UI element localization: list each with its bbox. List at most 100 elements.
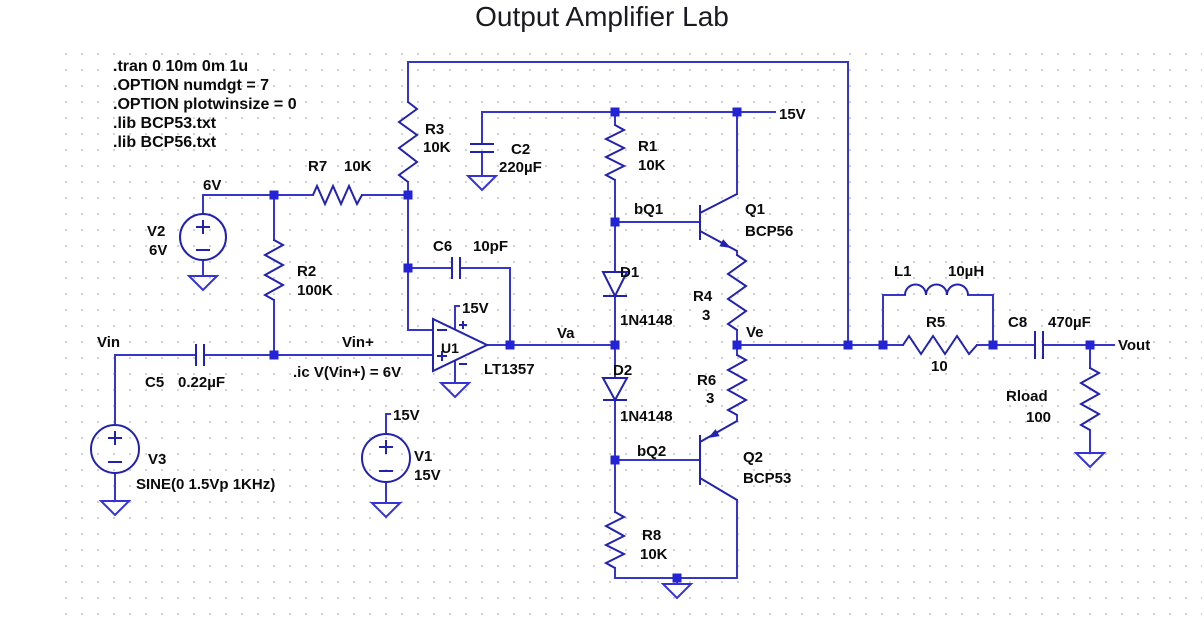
directive-option-numdgt: .OPTION numdgt = 7 xyxy=(113,77,269,94)
c5-value: 0.22µF xyxy=(178,374,225,391)
junction-dot xyxy=(732,107,742,117)
r8-ref: R8 xyxy=(642,527,661,544)
transistor-Q1[interactable]: Q1 BCP56 xyxy=(699,193,793,252)
v2-body xyxy=(179,213,227,261)
capacitor-C6[interactable]: C6 10pF xyxy=(433,238,508,279)
v2-value: 6V xyxy=(149,242,167,259)
c2-ref: C2 xyxy=(511,141,530,158)
ground-icon-bottom-rail xyxy=(660,583,694,600)
r3-body xyxy=(397,101,419,183)
u1-vplus-mark xyxy=(459,321,467,329)
junction-dot xyxy=(269,190,279,200)
ground-icon-opamp xyxy=(438,382,472,399)
c6-ref: C6 xyxy=(433,238,452,255)
r6-ref: R6 xyxy=(697,372,716,389)
net-labels: 6V 15V 15V 15V Vin Vin+ Va Ve Vout bQ1 b… xyxy=(97,106,1150,460)
wire-6v-rail xyxy=(202,194,314,215)
wire-bottom-rail xyxy=(614,567,738,579)
junction-dot xyxy=(403,190,413,200)
r5-value: 10 xyxy=(931,358,948,375)
resistor-R4[interactable]: R4 3 xyxy=(693,254,748,331)
resistor-R7[interactable]: R7 10K xyxy=(308,158,372,207)
spice-directives: .tran 0 10m 0m 1u .OPTION numdgt = 7 .OP… xyxy=(113,58,297,151)
resistor-R6[interactable]: R6 3 xyxy=(697,354,749,416)
ground-symbols xyxy=(98,175,1107,600)
l1-ref: L1 xyxy=(894,263,912,280)
ground-icon-v2 xyxy=(186,275,220,292)
v3-value: SINE(0 1.5Vp 1KHz) xyxy=(136,476,275,493)
junction-dot xyxy=(610,340,620,350)
q2-body xyxy=(699,420,738,501)
net-label-va: Va xyxy=(557,325,575,342)
r5-body xyxy=(902,334,978,356)
rload-ref: Rload xyxy=(1006,388,1048,405)
v2-polarity-marks xyxy=(196,220,210,251)
resistor-Rload[interactable]: Rload 100 xyxy=(1006,367,1102,431)
q1-value: BCP56 xyxy=(745,223,793,240)
r8-body xyxy=(603,511,627,569)
r3-ref: R3 xyxy=(425,121,444,138)
resistor-R3[interactable]: R3 10K xyxy=(397,101,451,183)
net-label-vout: Vout xyxy=(1118,337,1150,354)
resistor-R8[interactable]: R8 10K xyxy=(603,511,668,569)
capacitor-C8[interactable]: C8 470µF xyxy=(1008,314,1091,359)
d1-ref: D1 xyxy=(620,264,639,281)
junction-dot xyxy=(269,350,279,360)
wire-opamp-vplus xyxy=(454,305,460,330)
r7-body xyxy=(312,183,363,207)
ground-icon-c2 xyxy=(465,175,499,192)
c5-ref: C5 xyxy=(145,374,164,391)
q2-value: BCP53 xyxy=(743,470,791,487)
net-label-15v-opamp: 15V xyxy=(462,300,489,317)
r4-ref: R4 xyxy=(693,288,713,305)
inductor-L1[interactable]: L1 10µH xyxy=(894,263,984,296)
net-label-bq2: bQ2 xyxy=(637,443,666,460)
voltage-source-V1[interactable]: V1 15V xyxy=(361,433,441,484)
l1-value: 10µH xyxy=(948,263,984,280)
r1-ref: R1 xyxy=(638,138,657,155)
ground-icon-v3 xyxy=(98,500,132,517)
opamp-U1[interactable]: U1 LT1357 xyxy=(432,317,535,378)
v3-ref: V3 xyxy=(148,451,166,468)
junction-dot xyxy=(610,455,620,465)
junction-dot xyxy=(672,573,682,583)
directive-ic: .ic V(Vin+) = 6V xyxy=(293,364,401,381)
q2-emitter-arrow-icon xyxy=(708,429,720,438)
v3-polarity-marks xyxy=(108,431,122,463)
ground-icon-v1 xyxy=(369,502,403,519)
c8-ref: C8 xyxy=(1008,314,1027,331)
wire-feedback-top xyxy=(407,61,849,346)
resistor-R5[interactable]: R5 10 xyxy=(902,314,978,375)
r4-value: 3 xyxy=(702,307,710,324)
v1-polarity-marks xyxy=(379,440,393,472)
junction-dot xyxy=(988,340,998,350)
c6-body xyxy=(451,257,461,279)
capacitor-C2[interactable]: C2 220µF xyxy=(470,141,542,176)
resistor-R2[interactable]: R2 100K xyxy=(262,239,333,301)
u1-noninverting-input-mark xyxy=(437,351,447,361)
r5-ref: R5 xyxy=(926,314,945,331)
junction-dot xyxy=(878,340,888,350)
capacitor-C5[interactable]: C5 0.22µF xyxy=(145,344,225,391)
resistor-R1[interactable]: R1 10K xyxy=(603,124,666,181)
wire-vin xyxy=(114,354,197,424)
d2-ref: D2 xyxy=(613,362,632,379)
q2-ref: Q2 xyxy=(743,449,763,466)
wire-l1-left-branch xyxy=(882,294,906,346)
c2-value: 220µF xyxy=(499,159,542,176)
u1-ref: U1 xyxy=(441,340,459,356)
q1-body xyxy=(699,193,738,252)
diode-D2[interactable]: D2 1N4148 xyxy=(601,362,673,425)
v1-body xyxy=(361,433,411,483)
diode-D1[interactable]: D1 1N4148 xyxy=(601,264,673,329)
v1-value: 15V xyxy=(414,467,441,484)
wires xyxy=(114,61,1115,585)
voltage-source-V3[interactable]: V3 SINE(0 1.5Vp 1KHz) xyxy=(90,424,275,493)
c2-body xyxy=(470,143,494,153)
voltage-source-V2[interactable]: V2 6V xyxy=(147,213,227,261)
d2-value: 1N4148 xyxy=(620,408,673,425)
junction-dot xyxy=(732,340,742,350)
transistor-Q2[interactable]: Q2 BCP53 xyxy=(699,420,791,501)
r8-value: 10K xyxy=(640,546,668,563)
